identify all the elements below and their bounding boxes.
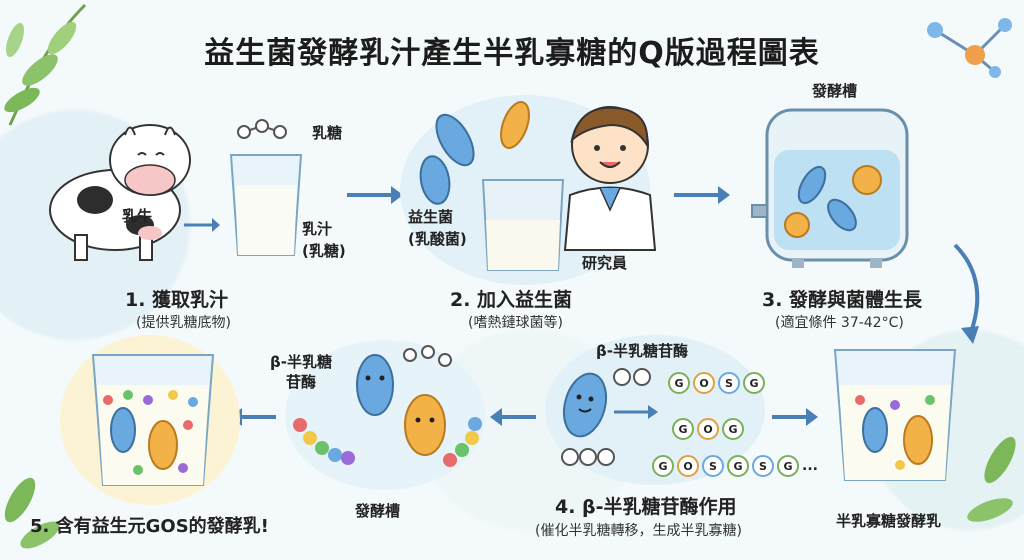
gos-bead: O [693,372,715,394]
step3-sub: (適宜條件 37-42°C) [775,315,904,331]
lactose-label: 乳糖 [312,124,343,142]
enzyme-left-label-line1: β-半乳糖 [270,353,332,371]
ellipsis: ... [802,458,818,474]
molecule-icon [927,18,1012,78]
gos-bead: G [743,372,765,394]
arrow-icon [490,408,536,426]
gos-bead: O [677,455,699,477]
arrow-icon [614,405,658,419]
gos-chain-1: G O S G [668,372,765,394]
step1-label: 1. 獲取乳汁 [125,289,229,311]
galactose-beads [613,368,651,386]
step1-sub: (提供乳糖底物) [136,315,231,331]
cow-label: 乳牛 [122,207,153,225]
cow-illustration [49,124,191,261]
gos-bead: S [752,455,774,477]
probiotic-label: 益生菌 (乳酸菌) [408,206,467,250]
researcher-label: 研究員 [582,254,628,272]
tank-label: 發酵槽 [812,82,858,100]
probiotic-label-line2: (乳酸菌) [408,230,467,248]
arrow-icon [184,218,220,232]
gos-yogurt-glass [91,354,215,486]
leaf-icon [4,3,87,126]
gos-bead: G [652,455,674,477]
bacteria-icon [419,101,530,205]
tank-bottom-label: 發酵槽 [355,502,401,520]
gos-bead: S [718,372,740,394]
step4-sub: (催化半乳糖轉移，生成半乳寡糖) [535,523,742,539]
fermentation-tank [751,108,909,268]
lactose-molecule-icon [237,119,287,139]
arrow-icon [953,243,980,344]
arrow-icon [347,186,403,204]
enzyme-left-label-line2: 苷酶 [285,373,316,391]
gos-bead: G [672,418,694,440]
leaf-icon [4,477,60,549]
gos-chain-3: G O S G S G ... [652,455,818,477]
arrow-icon [772,408,818,426]
beaker [481,179,565,271]
milk-label: 乳汁 (乳糖) [302,218,346,262]
gos-bead: G [668,372,690,394]
milk-glass [229,154,303,256]
step5-label: 5. 含有益生元GOS的發酵乳! [30,516,269,537]
leaf-icon [967,436,1016,522]
step4-label: 4. β-半乳糖苷酶作用 [555,496,737,518]
gos-milk-label: 半乳寡糖發酵乳 [836,512,942,530]
enzyme-character [562,372,608,438]
step3-label: 3. 發酵與菌體生長 [762,289,923,311]
gos-bead: G [727,455,749,477]
gos-synthesis-illustration [293,345,482,467]
milk-label-line2: (乳糖) [302,242,346,260]
milk-label-line1: 乳汁 [302,220,333,238]
glucose-beads [561,448,615,466]
enzyme-top-label: β-半乳糖苷酶 [596,342,688,360]
bead-chain [293,345,482,467]
enzyme-left-label: β-半乳糖 苷酶 [270,352,332,392]
gos-bead: O [697,418,719,440]
gos-bead: G [777,455,799,477]
gos-bead: G [722,418,744,440]
probiotic-label-line1: 益生菌 [408,208,454,226]
researcher-illustration [563,106,657,251]
arrow-icon [674,186,730,204]
step2-label: 2. 加入益生菌 [450,289,573,311]
gos-chain-2: G O G [672,418,744,440]
step2-sub: (嗜熱鏈球菌等) [468,315,563,331]
gos-bead: S [702,455,724,477]
page-title: 益生菌發酵乳汁產生半乳寡糖的Q版過程圖表 [204,36,820,71]
gos-milk-glass [833,349,957,481]
